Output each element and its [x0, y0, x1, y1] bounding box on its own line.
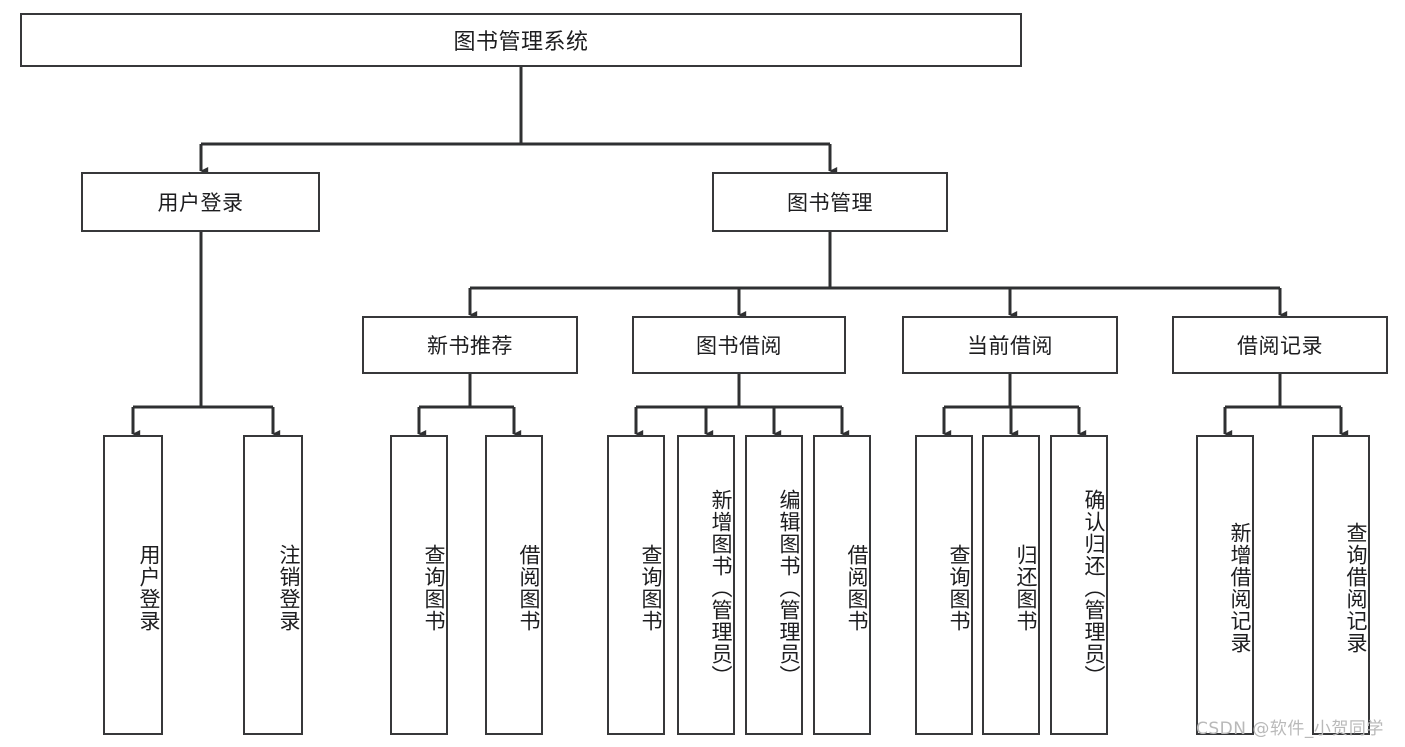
node-login[interactable]: 用户登录	[81, 172, 320, 232]
node-label: 图书管理	[787, 191, 873, 215]
node-label: 图书借阅	[696, 334, 782, 358]
node-label: 查询图书	[947, 544, 971, 632]
node-b_edit[interactable]: 编辑图书（管理员）	[745, 435, 803, 735]
node-label: 查询图书	[639, 544, 663, 632]
node-label: 新增借阅记录	[1228, 522, 1252, 654]
node-b_borrow[interactable]: 借阅图书	[813, 435, 871, 735]
node-label: 新书推荐	[427, 334, 513, 358]
csdn-watermark: CSDN @软件_小贺同学	[1196, 719, 1384, 739]
node-borrow[interactable]: 图书借阅	[632, 316, 846, 374]
node-r_query[interactable]: 查询借阅记录	[1312, 435, 1370, 735]
node-bookmgmt[interactable]: 图书管理	[712, 172, 948, 232]
node-r_add[interactable]: 新增借阅记录	[1196, 435, 1254, 735]
node-label: 用户登录	[137, 544, 161, 632]
node-c_return[interactable]: 归还图书	[982, 435, 1040, 735]
node-n_borrow[interactable]: 借阅图书	[485, 435, 543, 735]
node-label: 借阅图书	[517, 544, 541, 632]
node-c_confirm[interactable]: 确认归还（管理员）	[1050, 435, 1108, 735]
node-label: 新增图书（管理员）	[709, 489, 733, 687]
node-label: 编辑图书（管理员）	[777, 489, 801, 687]
node-n_query[interactable]: 查询图书	[390, 435, 448, 735]
node-label: 用户登录	[157, 191, 244, 215]
node-newbook[interactable]: 新书推荐	[362, 316, 578, 374]
node-label: 确认归还（管理员）	[1082, 489, 1106, 687]
node-l_login[interactable]: 用户登录	[103, 435, 163, 735]
node-label: 借阅图书	[845, 544, 869, 632]
node-label: 注销登录	[277, 544, 301, 632]
connector-lines	[131, 67, 1349, 438]
node-b_add[interactable]: 新增图书（管理员）	[677, 435, 735, 735]
node-l_logout[interactable]: 注销登录	[243, 435, 303, 735]
node-label: 归还图书	[1014, 544, 1038, 632]
node-label: 图书管理系统	[453, 30, 589, 55]
node-root[interactable]: 图书管理系统	[20, 13, 1022, 67]
node-label: 查询借阅记录	[1344, 522, 1368, 654]
node-label: 当前借阅	[967, 334, 1053, 358]
node-records[interactable]: 借阅记录	[1172, 316, 1388, 374]
node-label: 借阅记录	[1237, 334, 1323, 358]
node-b_query[interactable]: 查询图书	[607, 435, 665, 735]
node-c_query[interactable]: 查询图书	[915, 435, 973, 735]
node-label: 查询图书	[422, 544, 446, 632]
node-current[interactable]: 当前借阅	[902, 316, 1118, 374]
